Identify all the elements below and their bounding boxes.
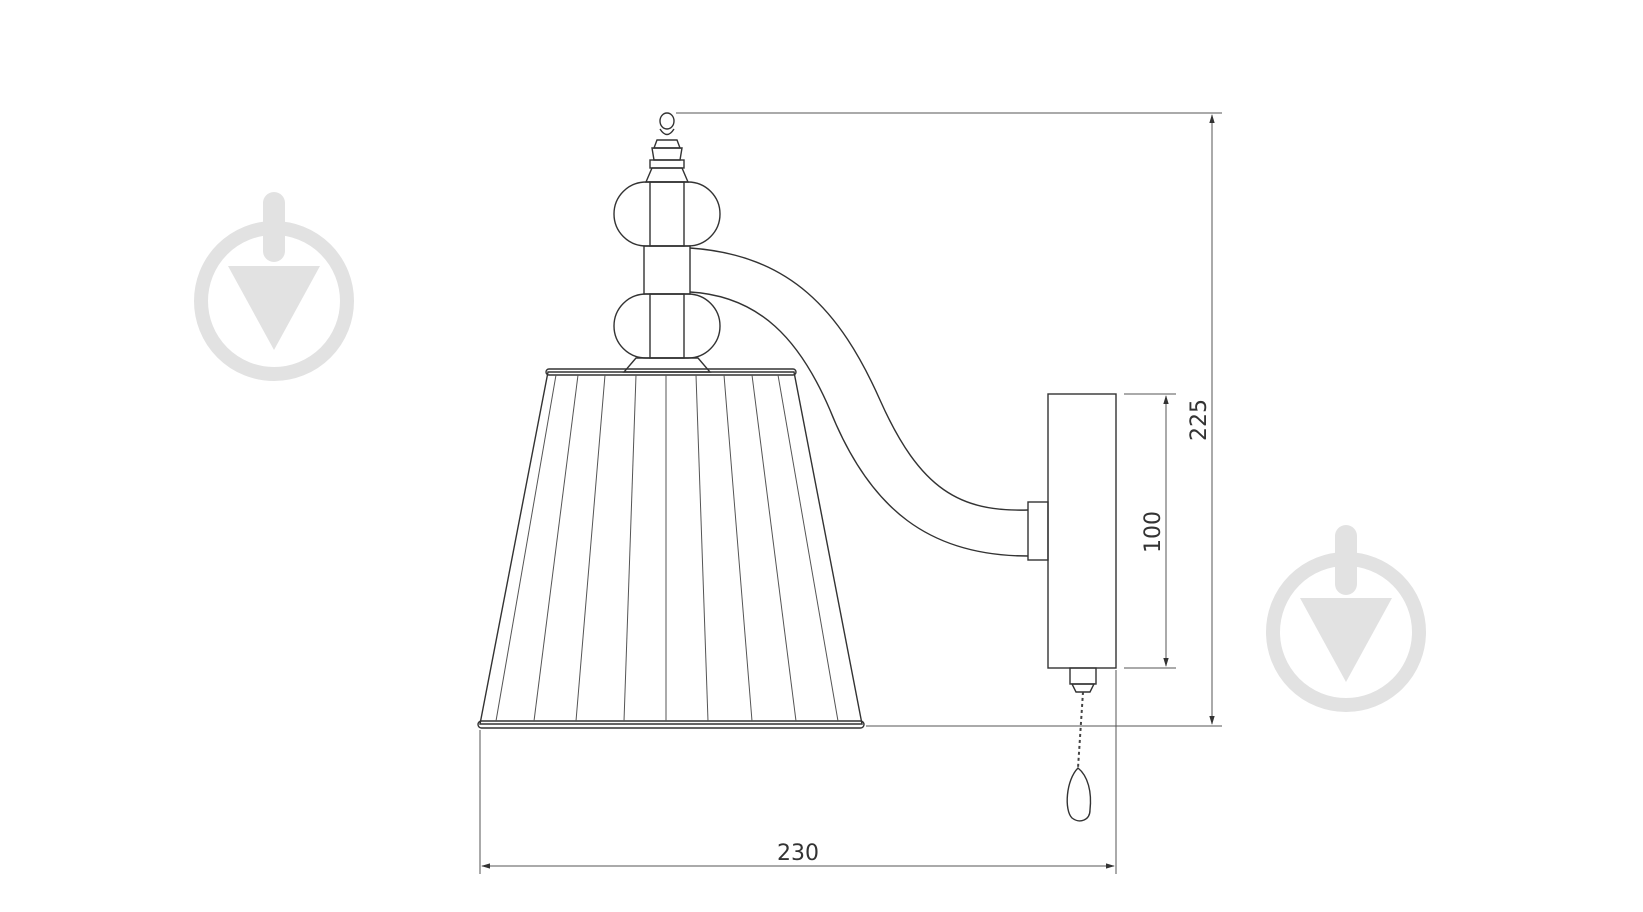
lower-crystal-ball [613,293,721,359]
backplate-dimension-label: 100 [1141,511,1166,553]
arm-connector [1027,501,1049,561]
lamp-arm [689,247,1029,557]
lamp-shade [477,368,865,729]
shade-collar [622,357,712,373]
stem [643,245,691,295]
watermark-logo-right-icon [1266,525,1426,712]
pull-chain [1066,667,1097,822]
watermark-logo-left-icon [194,192,354,381]
dimension-lines [479,112,1222,874]
width-dimension-label: 230 [777,841,819,866]
wall-backplate [1047,393,1117,669]
upper-crystal-ball [613,181,721,247]
finial [644,112,690,183]
height-dimension-label: 225 [1187,399,1212,441]
